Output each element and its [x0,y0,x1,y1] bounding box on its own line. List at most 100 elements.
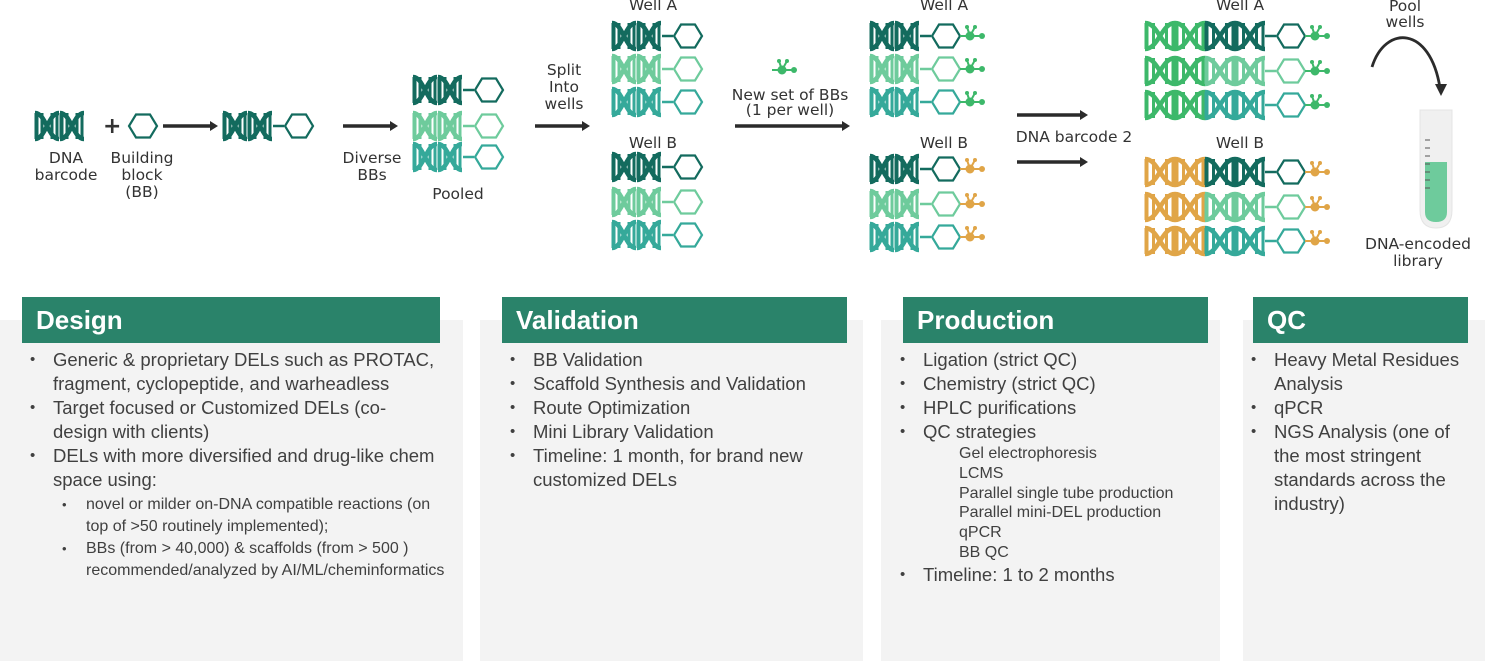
dna-strand [1204,20,1236,52]
ligand-atom [973,58,977,62]
building-block-hexagon-icon [1275,228,1307,254]
dna-strand [1234,191,1266,223]
building-block-2-icon [1305,94,1330,110]
building-block-hexagon-icon [930,23,962,49]
building-block-2-icon [1305,60,1330,76]
label-diverse-bbs: Diverse BBs [342,149,402,184]
design-list: Generic & proprietary DELs such as PROTA… [26,348,446,582]
ligand-core [1310,167,1320,177]
production-subitem: qPCR [959,524,1002,542]
dna-strand [1174,55,1206,87]
ligand-atom [777,59,781,63]
ligand-atom [979,234,985,240]
dna-strand [1144,225,1176,257]
label-split-into-wells: Split Into wells [544,61,584,113]
dna-barcode-icon [611,186,662,218]
ligand-atom [965,91,969,95]
design-subitem: BBs (from > 40,000) & scaffolds (from > … [26,538,446,582]
curved-arrow-icon [1370,36,1442,89]
validation-item: Timeline: 1 month, for brand new customi… [506,444,836,492]
production-subitem: Parallel single tube production [959,484,1174,502]
qc-item: NGS Analysis (one of the most stringent … [1247,420,1472,516]
ligand-atom [1318,161,1322,165]
ligand-atom [979,66,985,72]
building-block-hexagon-icon [672,189,704,215]
dna-barcode-icon [611,219,662,251]
ligand-core [1310,202,1320,212]
production-item: Ligation (strict QC) [896,348,1216,372]
ligand-atom [965,58,969,62]
ligand-atom [1324,102,1330,108]
dna-barcode-pair-icon [1144,55,1266,87]
dna-strand [1204,156,1236,188]
del-workflow-diagram: + [34,20,1453,257]
dna-barcode-pair-icon [1144,89,1266,121]
production-item: HPLC purifications [896,396,1216,420]
building-block-hexagon-icon [1275,159,1307,185]
ligand-atom [973,226,977,230]
ligand-atom [979,166,985,172]
arrowhead-icon [390,121,398,131]
dna-barcode-pair-icon [1144,20,1266,52]
ligand-core [965,164,975,174]
ligand-core [777,65,787,75]
dna-barcode-icon [611,20,662,52]
dna-strand [1204,225,1236,257]
validation-list: BB Validation Scaffold Synthesis and Val… [506,348,836,492]
ligand-atom [1318,60,1322,64]
ligand-atom [1310,161,1314,165]
ligand-atom [979,201,985,207]
design-item: Generic & proprietary DELs such as PROTA… [26,348,446,396]
dna-barcode-icon [611,53,662,85]
ligand-atom [1324,169,1330,175]
label-well-a-2: Well A [919,0,969,14]
building-block-2-icon [1305,25,1330,41]
ligand-atom [1324,238,1330,244]
production-header: Production [903,297,1208,343]
arrowhead-icon [1435,84,1447,96]
label-pooled: Pooled [432,185,484,203]
label-well-b-3: Well B [1215,134,1265,152]
ligand-atom [965,193,969,197]
arrowhead-icon [582,121,590,131]
dna-barcode-icon [869,53,920,85]
qc-list: Heavy Metal Residues Analysis qPCR NGS A… [1247,348,1472,516]
ligand-atom [1318,230,1322,234]
building-block-hexagon-icon [930,224,962,250]
dna-barcode-pair-icon [1144,225,1266,257]
dna-strand [1204,89,1236,121]
ligand-atom [973,91,977,95]
dna-strand [1174,156,1206,188]
label-dna-barcode: DNA barcode [34,149,98,184]
ligand-atom [1324,68,1330,74]
dna-strand [1144,55,1176,87]
building-block-2-icon [960,91,985,107]
building-block-hexagon-icon [473,77,505,103]
building-block-hexagon-icon [930,156,962,182]
ligand-atom [973,158,977,162]
dna-barcode-icon [611,151,662,183]
dna-strand [1234,225,1266,257]
dna-strand [1204,55,1236,87]
dna-strand [1204,191,1236,223]
dna-barcode-icon [412,74,463,106]
building-block-2-icon [1305,196,1330,212]
building-block-hexagon-icon [930,191,962,217]
design-item: DELs with more diversified and drug-like… [26,444,446,492]
label-well-a-1: Well A [628,0,678,14]
ligand-atom [1310,196,1314,200]
production-item: Timeline: 1 to 2 months [896,563,1216,587]
ligand-atom [1324,204,1330,210]
ligand-core [965,232,975,242]
arrowhead-icon [1080,110,1088,120]
design-subitem: novel or milder on-DNA compatible reacti… [26,494,446,538]
dna-barcode-icon [869,188,920,220]
ligand-core [965,31,975,41]
ligand-atom [973,25,977,29]
dna-barcode-icon [869,20,920,52]
ligand-core [1310,236,1320,246]
building-block-hexagon-icon [930,56,962,82]
dna-strand [1144,89,1176,121]
dna-strand [1174,191,1206,223]
label-new-set-bbs: New set of BBs (1 per well) [731,86,849,119]
